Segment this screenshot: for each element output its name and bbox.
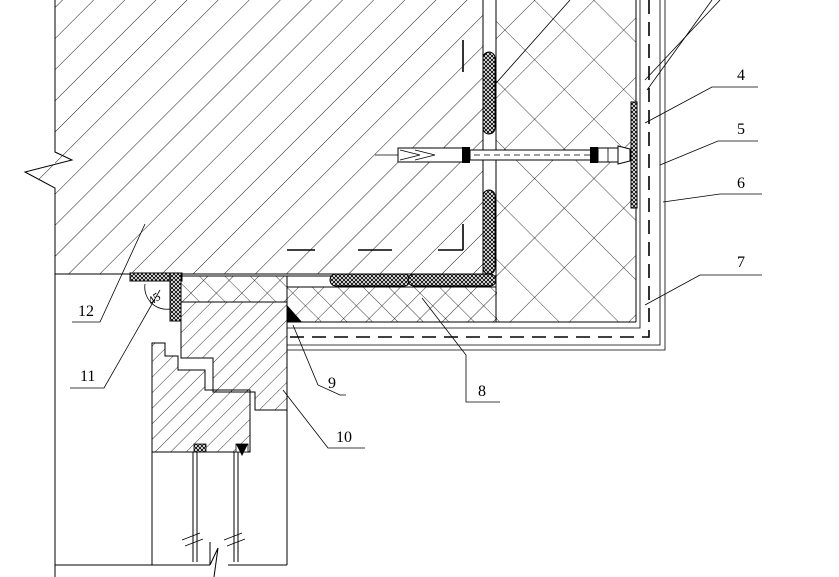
reinforcement-marks (287, 40, 464, 251)
callout-labels: 4 5 6 7 8 9 10 11 12 (78, 67, 745, 446)
window-frame (55, 301, 302, 577)
concrete-wall (23, 0, 483, 577)
leader-lines (70, 0, 762, 449)
callout-9: 9 (328, 375, 336, 392)
callout-11: 11 (80, 368, 95, 385)
callout-4: 4 (737, 67, 745, 84)
angle-mark: 45 (144, 283, 171, 310)
callout-8: 8 (478, 383, 486, 400)
callout-6: 6 (737, 175, 745, 192)
callout-12: 12 (78, 303, 94, 320)
callout-7: 7 (737, 254, 745, 271)
callout-5: 5 (737, 121, 745, 138)
anchor-fixing (375, 145, 631, 165)
angle-mark-label: 45 (145, 289, 163, 307)
callout-10: 10 (336, 429, 352, 446)
mesh-strips (129, 51, 638, 322)
